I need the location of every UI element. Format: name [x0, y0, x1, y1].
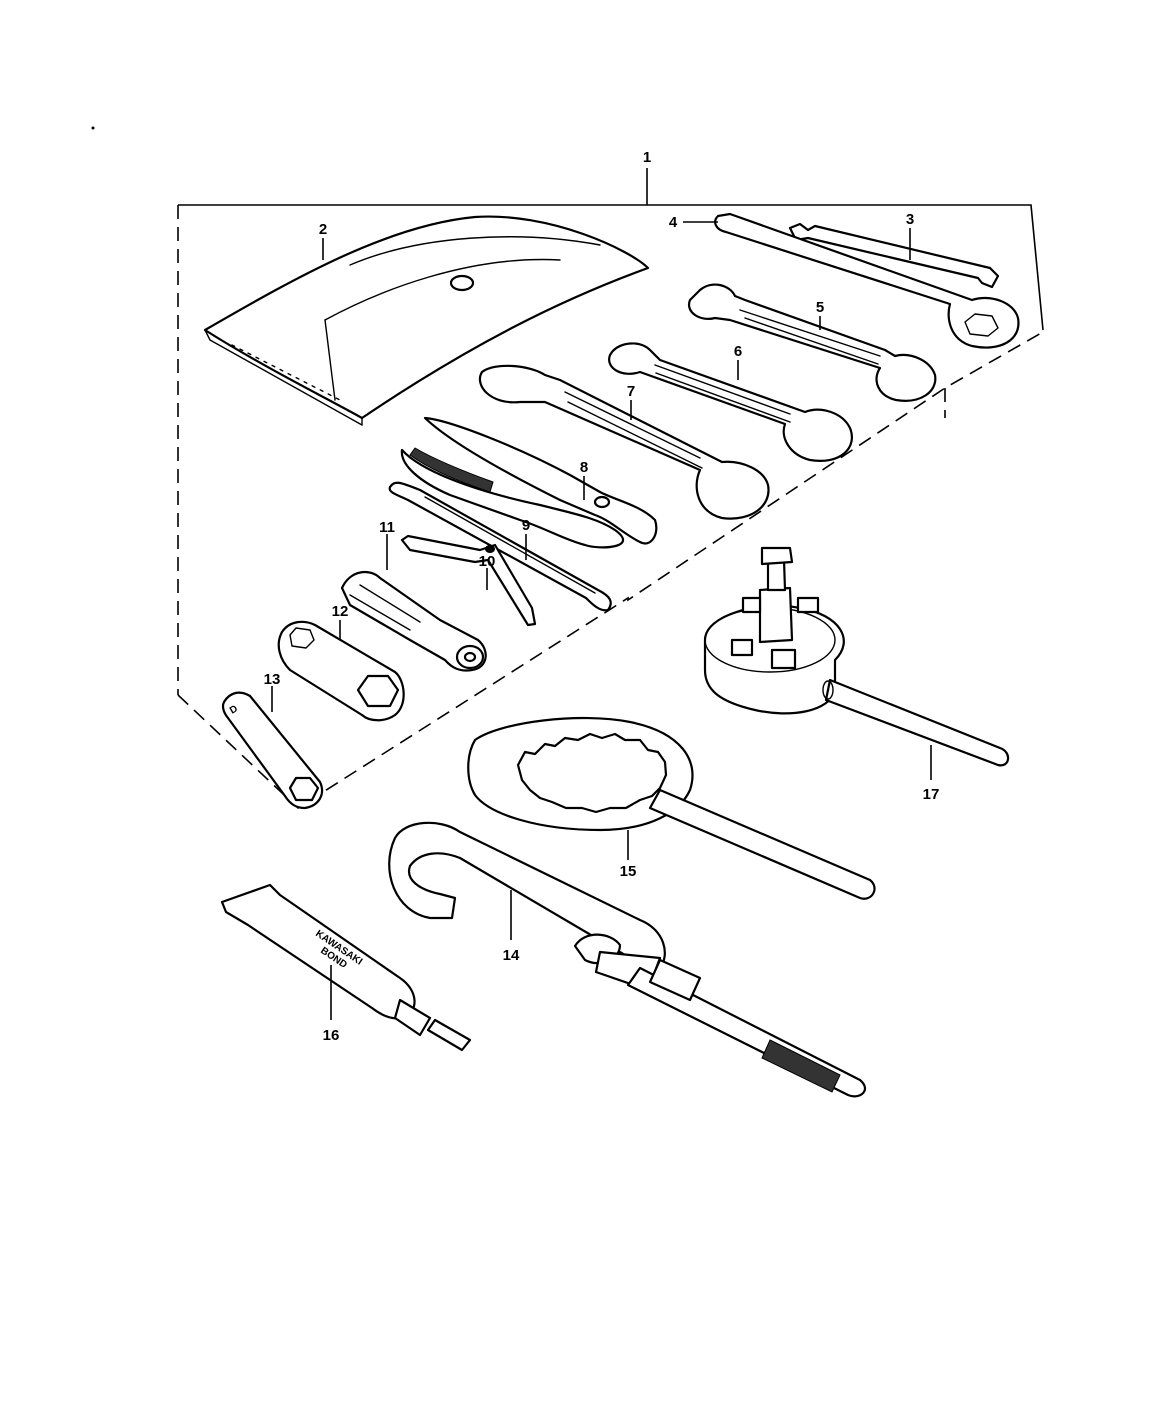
callout-8: 8 [580, 459, 588, 476]
flywheel-puller-17 [703, 546, 1010, 767]
callout-12: 12 [332, 603, 349, 620]
callout-1: 1 [643, 149, 651, 166]
box-wrench-12 [277, 620, 405, 722]
wrench-7 [479, 364, 770, 520]
callout-11: 11 [379, 519, 395, 536]
scan-speck [91, 126, 95, 130]
callout-14: 14 [503, 947, 520, 964]
callout-4: 4 [669, 214, 678, 231]
handle-11 [340, 570, 487, 672]
wrench-5 [687, 283, 937, 402]
callout-2: 2 [319, 221, 327, 238]
leader-lines [271, 221, 932, 1020]
callout-6: 6 [734, 343, 742, 360]
socket-13: D [221, 691, 324, 810]
callout-16: 16 [323, 1027, 340, 1044]
clutch-holder-15 [467, 717, 876, 900]
wrench-small-3 [788, 222, 1000, 289]
puller-tool-14 [388, 821, 866, 1098]
callout-3: 3 [906, 211, 914, 228]
callout-7: 7 [627, 383, 635, 400]
callout-17: 17 [923, 786, 940, 803]
socket-mark: D [228, 703, 240, 716]
kit-bracket [177, 168, 1044, 810]
callout-5: 5 [816, 299, 824, 316]
wrench-4 [714, 212, 1020, 349]
callout-13: 13 [264, 671, 281, 688]
callout-15: 15 [620, 863, 637, 880]
screwdriver-10 [400, 534, 537, 627]
callout-9: 9 [522, 517, 530, 534]
kawasaki-bond-tube-16: KAWASAKI BOND [220, 883, 472, 1052]
pliers-8 [400, 416, 658, 549]
tool-bag [203, 215, 650, 426]
screwdriver-9 [388, 481, 612, 612]
wrench-6 [608, 342, 853, 462]
callout-10: 10 [479, 553, 496, 570]
